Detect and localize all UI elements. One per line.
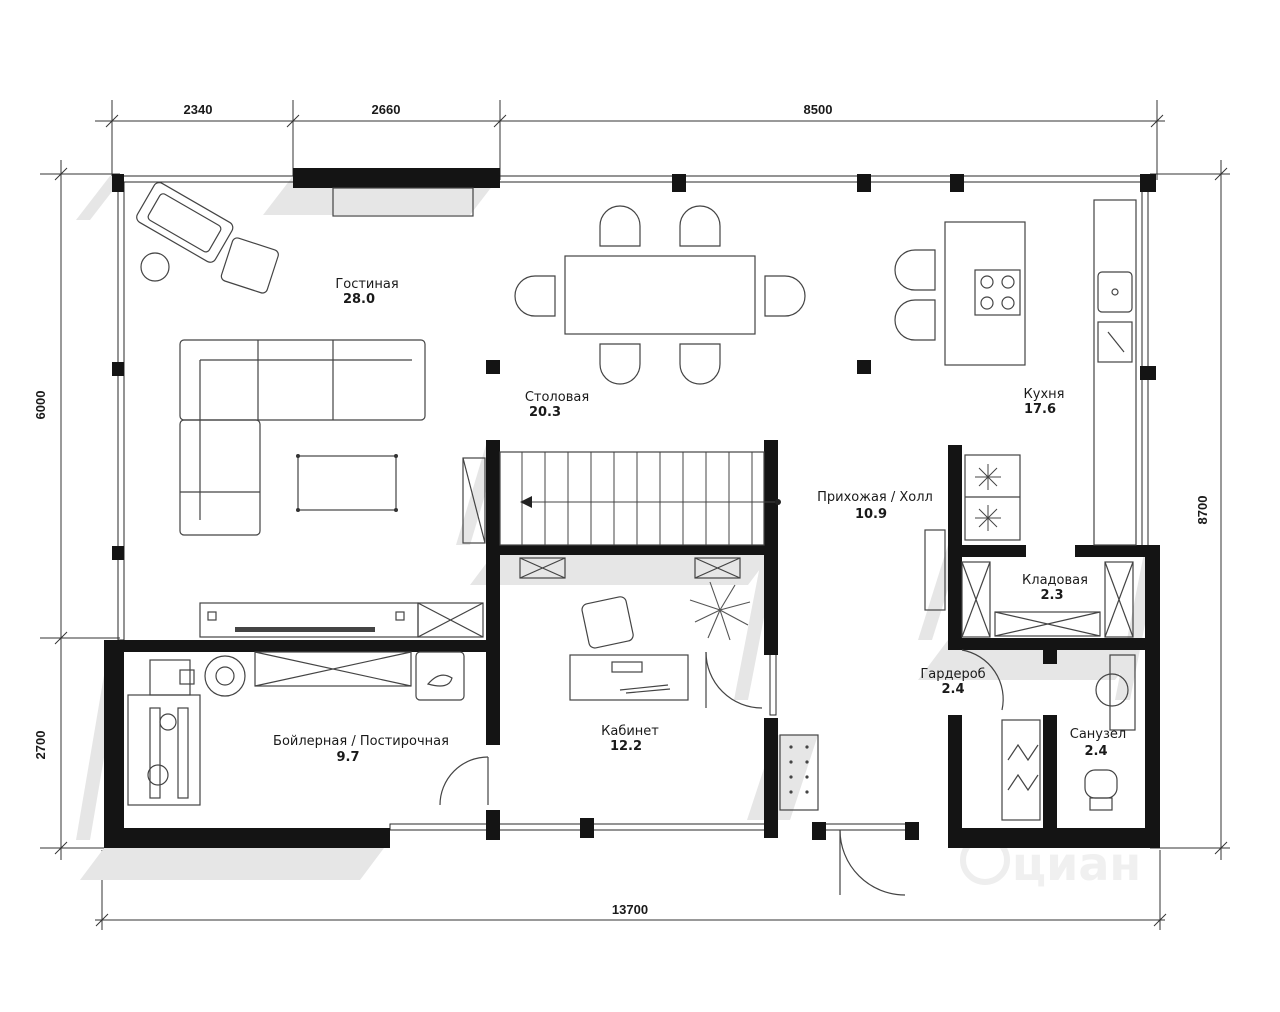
dining-chairs — [514, 205, 806, 385]
wardrobe-door-swing — [961, 649, 1004, 711]
room-bathroom-name: Санузел — [1070, 727, 1126, 742]
room-bathroom: Санузел 2.4 — [1070, 727, 1126, 759]
wall-shadows — [76, 176, 1160, 880]
room-study: Кабинет 12.2 — [601, 724, 659, 754]
dimension-lines — [40, 100, 1230, 930]
room-hall-area: 10.9 — [855, 507, 887, 522]
staircase — [462, 451, 781, 546]
kitchen-counter — [1093, 199, 1137, 546]
room-dining: Столовая 20.3 — [525, 390, 589, 420]
toilet — [1084, 769, 1118, 799]
sink — [1097, 271, 1133, 313]
tv-console — [199, 602, 484, 638]
room-living-area: 28.0 — [343, 292, 375, 307]
kitchen-furniture — [894, 199, 1137, 546]
boiler-door-swing — [439, 756, 489, 806]
room-boiler-area: 9.7 — [336, 750, 359, 765]
room-pantry: Кладовая 2.3 — [1022, 573, 1088, 603]
kitchen-island — [944, 221, 1026, 366]
room-kitchen-area: 17.6 — [1024, 402, 1056, 417]
lounge-chairs — [136, 182, 279, 294]
cooktop — [974, 269, 1021, 316]
boiler-unit — [127, 694, 201, 806]
washbasin — [1095, 673, 1129, 707]
room-boiler-name: Бойлерная / Постирочная — [273, 734, 449, 749]
bathroom-furniture — [1084, 654, 1136, 811]
room-study-name: Кабинет — [601, 724, 659, 739]
boiler-room-furniture — [127, 651, 489, 806]
room-kitchen: Кухня 17.6 — [1024, 387, 1065, 417]
hall-furniture — [779, 529, 1004, 896]
utility-sink — [415, 651, 465, 701]
room-pantry-area: 2.3 — [1040, 588, 1063, 603]
dim-top-1: 2340 — [184, 102, 213, 117]
room-pantry-name: Кладовая — [1022, 573, 1088, 588]
dimension-labels: 2340 2660 8500 13700 6000 2700 8700 — [33, 102, 1210, 917]
living-room-furniture — [136, 182, 484, 638]
wardrobe-furniture — [1001, 719, 1041, 821]
room-wardrobe-name: Гардероб — [920, 667, 985, 682]
study-door-swing — [705, 651, 763, 709]
entrance-door-swing — [839, 829, 906, 896]
dim-top-2: 2660 — [372, 102, 401, 117]
washing-machine — [204, 655, 246, 697]
dim-top-3: 8500 — [804, 102, 833, 117]
office-chair — [581, 596, 634, 649]
room-hall-name: Прихожая / Холл — [817, 490, 933, 505]
dim-bottom: 13700 — [612, 902, 648, 917]
room-dining-area: 20.3 — [529, 405, 561, 420]
room-living-name: Гостиная — [335, 277, 398, 292]
dining-furniture — [514, 205, 806, 385]
dim-right: 8700 — [1195, 496, 1210, 525]
dim-left-2: 2700 — [33, 731, 48, 760]
study-furniture — [519, 557, 763, 709]
room-hall: Прихожая / Холл 10.9 — [817, 490, 933, 522]
shoe-mat — [779, 734, 819, 811]
walls — [104, 168, 1160, 848]
room-wardrobe-area: 2.4 — [941, 682, 964, 697]
corner-sofa — [179, 339, 426, 536]
room-wardrobe: Гардероб 2.4 — [920, 667, 985, 697]
room-boiler: Бойлерная / Постирочная 9.7 — [273, 734, 449, 765]
dishwasher — [1097, 321, 1133, 363]
dining-table — [564, 255, 756, 335]
pantry-furniture — [961, 561, 1134, 638]
desk — [569, 654, 689, 701]
plant — [689, 581, 751, 641]
room-study-area: 12.2 — [610, 739, 642, 754]
dim-left-1: 6000 — [33, 391, 48, 420]
room-living: Гостиная 28.0 — [335, 277, 398, 307]
fireplace — [332, 187, 474, 217]
room-kitchen-name: Кухня — [1024, 387, 1065, 402]
room-bathroom-area: 2.4 — [1084, 744, 1107, 759]
coffee-table — [296, 454, 398, 512]
room-dining-name: Столовая — [525, 390, 589, 405]
room-labels: Гостиная 28.0 Столовая 20.3 Кухня 17.6 П… — [273, 277, 1126, 765]
